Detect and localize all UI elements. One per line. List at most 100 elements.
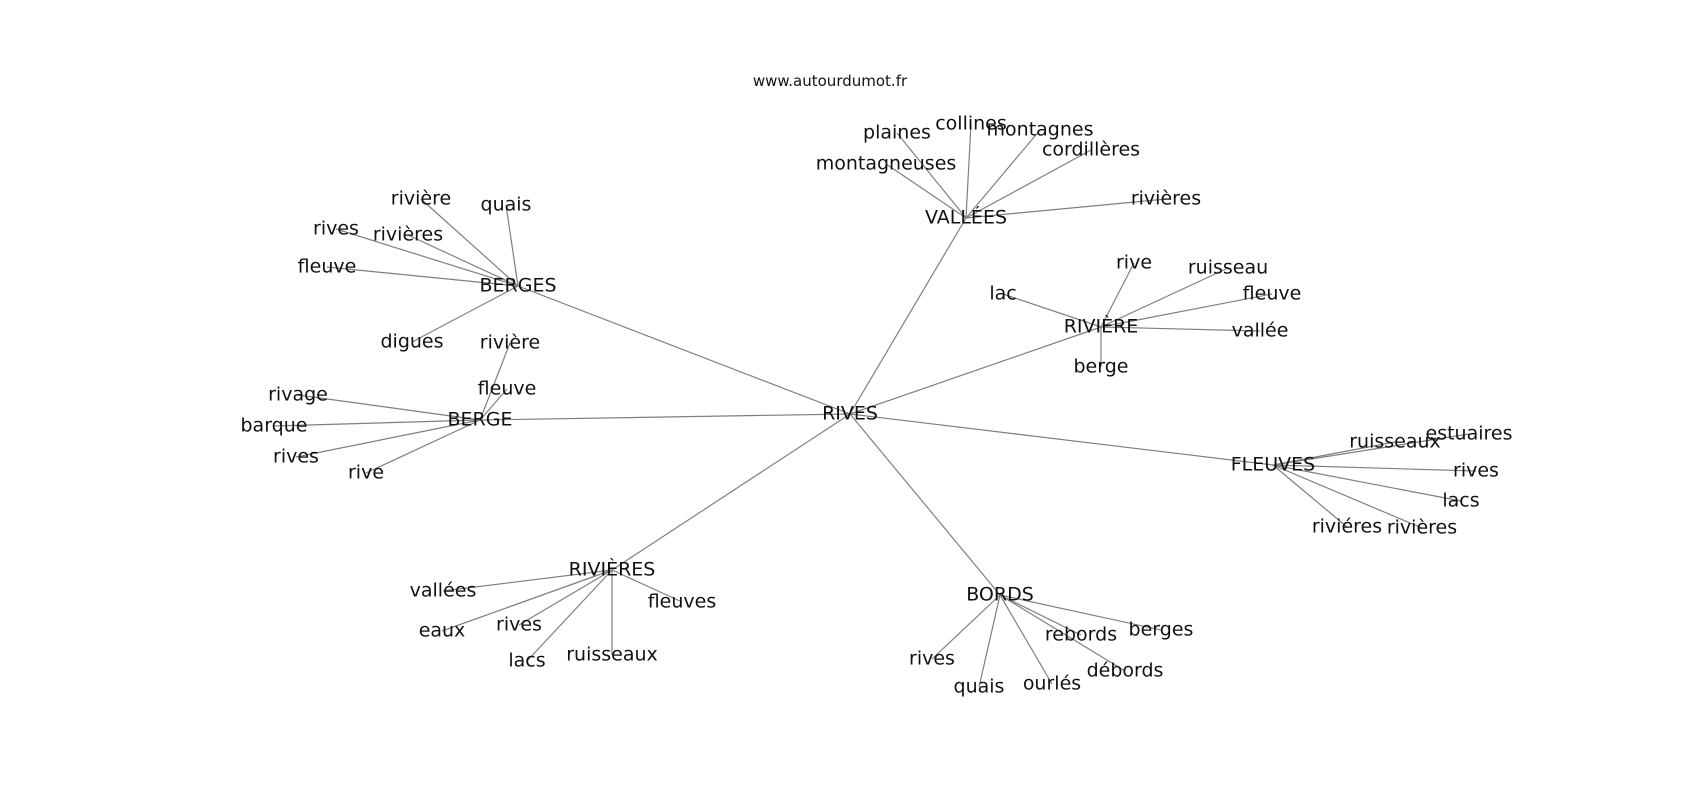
edge-riviere-vallee [1100,326,1261,332]
leaf-node-rivieres-eaux: eaux [419,620,466,642]
edge-berges-quais [505,204,519,287]
leaf-node-vallees-plaines: plaines [863,122,931,144]
leaf-node-berges-digues: digues [380,331,443,353]
edge-berge-rive [365,419,481,474]
edge-center-riviere [849,326,1102,415]
leaf-node-vallees-rivieres: rivières [1131,188,1201,210]
leaf-node-riviere-vallee: vallée [1232,320,1289,342]
leaf-node-berges-quais: quais [481,194,532,216]
leaf-node-riviere-lac: lac [989,283,1016,305]
edge-berges-digues [411,285,519,343]
leaf-node-riviere-rive: rive [1116,252,1152,274]
leaf-node-vallees-collines: collines [935,113,1007,135]
leaf-node-riviere-berge: berge [1074,356,1129,378]
edge-bords-debords [999,594,1126,672]
edge-riviere-rive [1100,262,1135,328]
edge-rivieres-lacs [526,569,613,662]
edge-bords-rives [931,594,1001,660]
leaf-node-berge-riviere: rivière [480,332,540,354]
leaf-node-bords-berges: berges [1129,619,1194,641]
leaf-node-berge-rive: rive [348,462,384,484]
hub-node-berges: BERGES [479,275,556,297]
leaf-node-bords-ourles: ourlés [1023,673,1081,695]
edge-vallees-cordilleres [965,149,1092,219]
leaf-node-vallees-montagneuses: montagneuses [816,153,957,175]
edge-riviere-ruisseau [1100,267,1229,328]
leaf-node-berges-riviere: rivière [391,188,451,210]
edge-fleuves-ruisseaux [1272,441,1396,466]
leaf-node-berges-rives: rives [313,218,359,240]
edge-vallees-rivieres [965,198,1167,219]
leaf-node-bords-quais: quais [954,676,1005,698]
edge-riviere-fleuve [1100,293,1273,328]
edge-fleuves-rivieres [1272,464,1423,529]
leaf-node-vallees-cordilleres: cordillères [1042,139,1140,161]
edge-berges-riviere [420,198,519,287]
edge-berge-rives [295,419,481,458]
edge-fleuves-lacs [1272,464,1462,502]
edge-vallees-collines [965,123,972,219]
leaf-node-fleuves-estuaires: estuaires [1426,423,1513,445]
edge-vallees-montagneuses [885,163,967,219]
hub-node-bords: BORDS [966,584,1034,606]
leaf-node-fleuves-lacs: lacs [1442,490,1479,512]
leaf-node-rivieres-rives: rives [496,614,542,636]
edge-center-berges [517,285,851,415]
edge-bords-rebords [999,594,1082,636]
edge-fleuves-rives [1272,464,1477,472]
leaf-node-rivieres-fleuves: fleuves [648,591,717,613]
source-url: www.autourdumot.fr [752,72,908,90]
leaf-node-fleuves-rives: rives [1453,460,1499,482]
leaf-node-bords-debords: débords [1087,660,1164,682]
edge-center-fleuves [849,413,1274,466]
edge-bords-berges [999,594,1162,631]
leaf-node-riviere-ruisseau: ruisseau [1188,257,1268,279]
hub-node-rivieres: RIVIÈRES [569,558,656,581]
leaf-node-bords-rives: rives [909,648,955,670]
leaf-node-berge-fleuve: fleuve [478,378,537,400]
edge-berge-barque [273,419,481,427]
edge-center-berge [479,413,851,421]
edge-rivieres-rives [518,569,613,626]
leaf-node-berges-rivieres: rivières [373,224,443,246]
edge-center-bords [849,413,1001,596]
edge-fleuves-rivieres [1272,464,1348,528]
edge-vallees-montagnes [965,129,1041,219]
leaf-node-fleuves-ruisseaux: ruisseaux [1349,431,1441,453]
leaf-node-berge-rives: rives [273,446,319,468]
leaf-node-berges-fleuve: fleuve [298,256,357,278]
hub-node-berge: BERGE [448,409,513,431]
hub-node-vallees: VALLÉES [925,206,1007,229]
edge-bords-quais [978,594,1001,688]
edge-berge-rivage [297,394,481,421]
edge-rivieres-eaux [441,569,613,632]
leaf-node-berge-barque: barque [241,415,308,437]
leaf-node-rivieres-ruisseaux: ruisseaux [566,644,658,666]
leaf-node-vallees-montagnes: montagnes [987,119,1094,141]
edge-rivieres-fleuves [611,569,683,603]
hub-node-fleuves: FLEUVES [1231,454,1316,476]
edge-bords-ourles [999,594,1053,685]
leaf-node-rivieres-vallees: vallées [410,580,477,602]
edge-fleuves-estuaires [1272,433,1470,466]
edge-center-vallees [849,217,967,415]
edge-berges-fleuve [326,266,519,287]
edge-vallees-plaines [896,132,967,219]
edge-berges-rives [335,228,519,287]
edge-berge-riviere [479,342,511,421]
leaf-node-rivieres-lacs: lacs [508,650,545,672]
edge-center-rivieres [611,413,851,571]
hub-node-riviere: RIVIÈRE [1064,315,1139,338]
edges-layer [273,123,1477,688]
edge-rivieres-vallees [442,569,613,592]
edge-berge-fleuve [479,388,508,421]
leaf-node-fleuves-rivieres: riviéres [1312,516,1382,538]
center-node-label: RIVES [822,403,878,425]
edge-berges-rivieres [407,234,519,287]
leaf-node-berge-rivage: rivage [268,384,328,406]
leaf-node-riviere-fleuve: fleuve [1243,283,1302,305]
leaf-node-bords-rebords: rebords [1045,624,1117,646]
leaf-node-fleuves-rivieres: rivières [1387,517,1457,539]
